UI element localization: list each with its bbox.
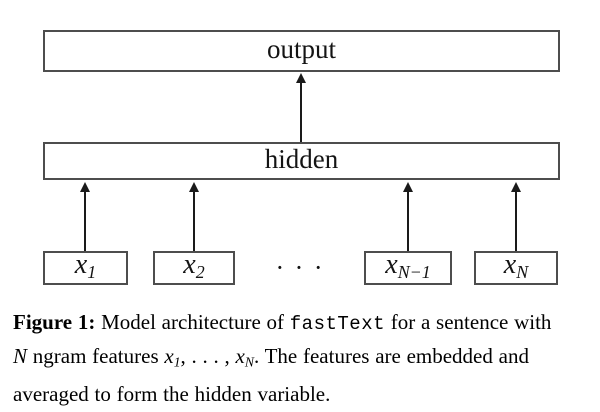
input-label-x1: x1 (74, 248, 97, 286)
arrowhead-icon (403, 182, 413, 192)
caption-code-fasttext: fastText (289, 313, 385, 335)
ellipsis-dots: · · · (275, 253, 325, 282)
input-label-x2: x2 (183, 248, 205, 286)
arrow-shaft (515, 192, 517, 251)
math-subscript: N−1 (397, 261, 431, 282)
arrow-shaft (300, 83, 302, 142)
arrow-xn-to-hidden (511, 182, 521, 251)
input-box-xn-1: xN−1 (364, 248, 452, 286)
arrow-hidden-to-output (296, 73, 306, 142)
math-subscript: 2 (195, 261, 205, 282)
caption-math-x1: x1 (164, 344, 181, 370)
arrow-shaft (407, 192, 409, 251)
math-base: x (183, 248, 196, 280)
caption-math-n: N (13, 344, 28, 368)
input-box-xn: xN (474, 248, 558, 286)
caption-text: Model architecture of (95, 310, 290, 334)
math-base: x (503, 248, 517, 280)
caption-text: averaged to form the hidden variable. (13, 382, 331, 407)
input-label-xn: xN (503, 248, 529, 286)
arrow-shaft (193, 192, 195, 251)
output-layer-label: output (266, 34, 336, 64)
arrowhead-icon (189, 182, 199, 192)
caption-line-1: Figure 1: Model architecture of fastText… (13, 306, 593, 340)
caption-text: ngram features (27, 344, 165, 368)
hidden-layer-label: hidden (264, 144, 339, 174)
arrow-x2-to-hidden (189, 182, 199, 251)
arrow-x1-to-hidden (80, 182, 90, 251)
arrowhead-icon (296, 73, 306, 83)
math-base: x (385, 248, 398, 280)
caption-line-2: N ngram features x1, . . . , xN. The fea… (13, 340, 593, 378)
input-label-xn-1: xN−1 (385, 248, 431, 286)
math-base: x (74, 248, 88, 280)
caption-text: , . . . , (180, 344, 236, 368)
output-layer-box: output (43, 30, 560, 72)
caption-text: for a sentence with (385, 310, 552, 334)
math-subscript: N (516, 261, 529, 282)
input-box-x1: x1 (43, 248, 128, 286)
hidden-layer-box: hidden (43, 142, 560, 180)
caption-math-xn: xN (235, 344, 254, 370)
input-box-x2: x2 (153, 248, 235, 286)
math-subscript: 1 (87, 261, 97, 282)
arrow-shaft (84, 192, 86, 251)
caption-text: . The features are embedded and (253, 344, 529, 368)
figure-caption: Figure 1: Model architecture of fastText… (13, 306, 593, 410)
caption-figure-label: Figure 1: (13, 310, 96, 334)
arrowhead-icon (511, 182, 521, 192)
arrow-xn1-to-hidden (403, 182, 413, 251)
arrowhead-icon (80, 182, 90, 192)
caption-line-3: averaged to form the hidden variable. (13, 378, 593, 410)
